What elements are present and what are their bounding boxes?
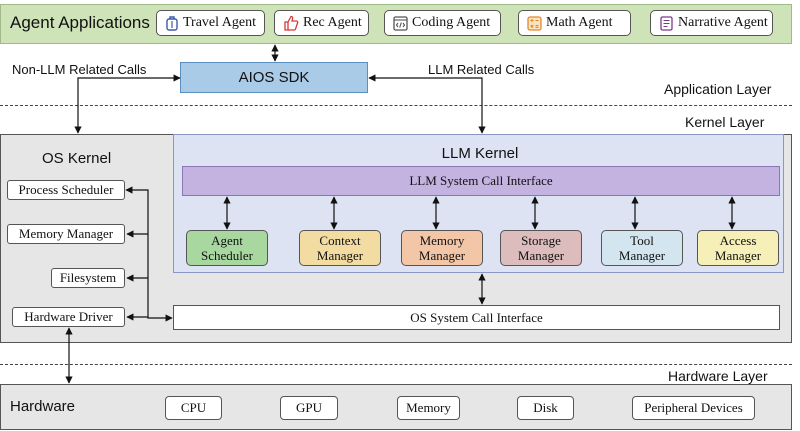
hardware-driver-box[interactable]: Hardware Driver bbox=[12, 307, 125, 327]
llm-kernel-title: LLM Kernel bbox=[441, 145, 519, 162]
kernel-layer-label: Kernel Layer bbox=[685, 114, 765, 130]
memory-manager-os-box[interactable]: Memory Manager bbox=[7, 224, 125, 244]
application-bar-title: Agent Applications bbox=[10, 13, 150, 32]
os-system-call-interface-label: OS System Call Interface bbox=[410, 309, 543, 325]
process-scheduler-label: Process Scheduler bbox=[18, 182, 114, 197]
memory-manager-os-label: Memory Manager bbox=[18, 226, 114, 241]
cpu-box[interactable]: CPU bbox=[165, 396, 222, 420]
code-editor-icon bbox=[393, 15, 408, 31]
os-kernel-title: OS Kernel bbox=[42, 150, 112, 167]
cpu-label: CPU bbox=[180, 400, 207, 415]
narrative-agent-box[interactable]: Narrative Agent bbox=[650, 10, 773, 36]
aios-sdk-label: AIOS SDK bbox=[238, 69, 310, 86]
travel-agent-label: Travel Agent bbox=[183, 15, 256, 30]
os-system-call-interface[interactable]: OS System Call Interface bbox=[173, 305, 780, 330]
memory-hardware-label: Memory bbox=[406, 400, 451, 415]
disk-label: Disk bbox=[533, 400, 558, 415]
peripheral-devices-label: Peripheral Devices bbox=[644, 400, 743, 415]
coding-agent-label: Coding Agent bbox=[412, 15, 491, 30]
hardware-layer-label: Hardware Layer bbox=[668, 368, 768, 384]
filesystem-box[interactable]: Filesystem bbox=[51, 268, 125, 288]
calculator-icon bbox=[527, 15, 542, 31]
hardware-driver-label: Hardware Driver bbox=[24, 309, 113, 324]
narrative-agent-label: Narrative Agent bbox=[678, 15, 768, 30]
llm-system-call-interface-label: LLM System Call Interface bbox=[409, 173, 553, 188]
disk-box[interactable]: Disk bbox=[517, 396, 574, 420]
application-kernel-divider bbox=[0, 105, 792, 106]
rec-agent-box[interactable]: Rec Agent bbox=[274, 10, 369, 36]
math-agent-box[interactable]: Math Agent bbox=[518, 10, 631, 36]
coding-agent-box[interactable]: Coding Agent bbox=[384, 10, 501, 36]
non-llm-calls-label: Non-LLM Related Calls bbox=[12, 62, 147, 77]
gpu-label: GPU bbox=[295, 400, 322, 415]
kernel-hardware-divider bbox=[0, 364, 792, 365]
memory-hardware-box[interactable]: Memory bbox=[397, 396, 460, 420]
llm-system-call-interface[interactable]: LLM System Call Interface bbox=[182, 166, 780, 196]
travel-agent-box[interactable]: Travel Agent bbox=[156, 10, 265, 36]
notebook-icon bbox=[660, 15, 673, 31]
process-scheduler-box[interactable]: Process Scheduler bbox=[7, 180, 125, 200]
hardware-title: Hardware bbox=[10, 398, 76, 415]
rec-agent-label: Rec Agent bbox=[303, 15, 362, 30]
math-agent-label: Math Agent bbox=[546, 15, 613, 30]
peripheral-devices-box[interactable]: Peripheral Devices bbox=[632, 396, 755, 420]
filesystem-label: Filesystem bbox=[59, 270, 117, 285]
aios-sdk-box[interactable]: AIOS SDK bbox=[180, 62, 368, 93]
gpu-box[interactable]: GPU bbox=[280, 396, 338, 420]
thumbs-up-icon bbox=[284, 15, 299, 31]
luggage-icon bbox=[166, 16, 178, 31]
application-layer-label: Application Layer bbox=[664, 81, 772, 97]
llm-calls-label: LLM Related Calls bbox=[428, 62, 535, 77]
